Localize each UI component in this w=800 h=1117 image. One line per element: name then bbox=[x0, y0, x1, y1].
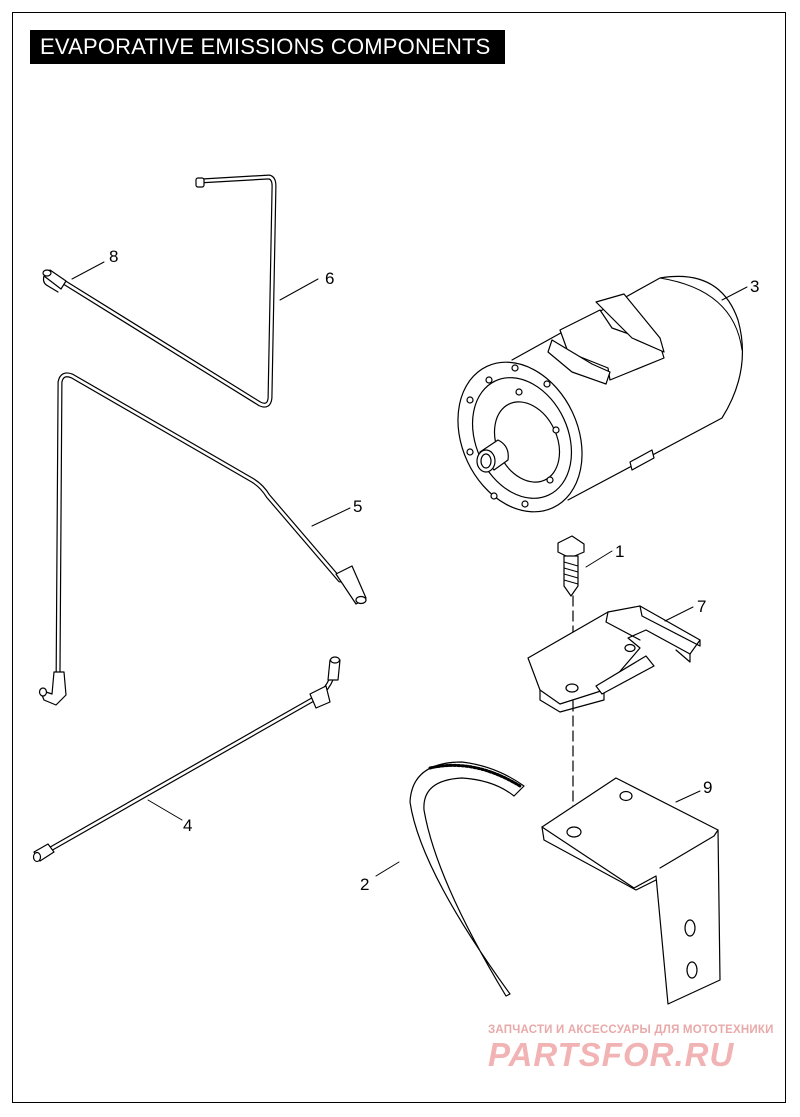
canister-part-3 bbox=[457, 275, 743, 513]
tube-part-4 bbox=[32, 656, 341, 863]
elbow-fitting-part-8 bbox=[42, 269, 67, 293]
bracket-part-7 bbox=[527, 605, 701, 713]
watermark-logo: PARTSFOR.RU bbox=[488, 1036, 735, 1073]
callout-6: 6 bbox=[325, 269, 334, 288]
callout-1: 1 bbox=[615, 542, 624, 561]
callout-2: 2 bbox=[360, 875, 369, 894]
mounting-bracket-part-9 bbox=[541, 777, 721, 1005]
screw-part-1 bbox=[557, 535, 585, 597]
leader-lines bbox=[71, 261, 748, 877]
callout-labels: 1 2 3 4 5 6 7 8 9 bbox=[109, 247, 759, 894]
page-title: EVAPORATIVE EMISSIONS COMPONENTS bbox=[30, 30, 505, 64]
tube-part-6 bbox=[59, 174, 277, 408]
callout-5: 5 bbox=[353, 497, 362, 516]
callout-7: 7 bbox=[697, 597, 706, 616]
watermark-tagline: ЗАПЧАСТИ И АКСЕССУАРЫ ДЛЯ МОТОТЕХНИКИ bbox=[488, 1024, 774, 1036]
tube-part-5 bbox=[38, 372, 367, 706]
page-frame bbox=[12, 12, 786, 1103]
callout-3: 3 bbox=[750, 277, 759, 296]
strap-part-2 bbox=[409, 761, 525, 997]
callout-8: 8 bbox=[109, 247, 118, 266]
callout-9: 9 bbox=[703, 778, 712, 797]
callout-4: 4 bbox=[183, 816, 192, 835]
